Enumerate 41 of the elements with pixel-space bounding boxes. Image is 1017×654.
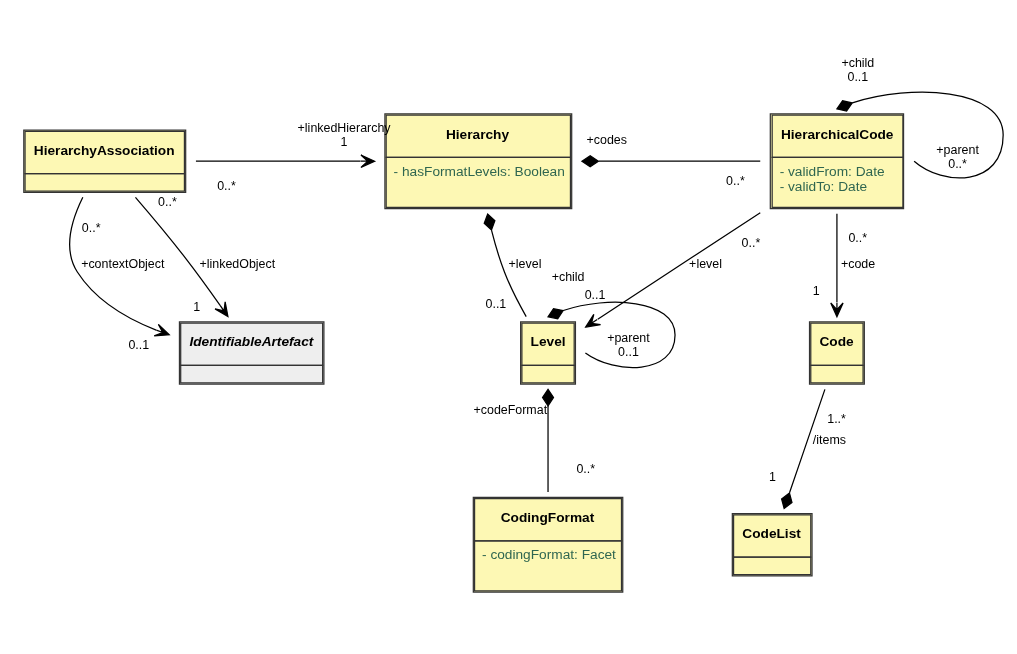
connector [835,91,1004,179]
connector [547,301,676,369]
arrow [69,196,170,337]
label: +parent [936,143,979,158]
label: 0..* [948,156,967,171]
label: +child [841,55,875,70]
label: 0..1 [485,297,507,312]
label: 0..* [158,194,177,209]
label: 1 [769,470,776,485]
label: 0..* [741,235,761,250]
label: 0..* [848,230,868,245]
label: 0..* [726,174,745,189]
edge-label: +level [689,257,722,272]
label: 0..1 [128,338,150,353]
arrow [195,154,376,168]
label: 1 [812,283,820,298]
edge-label: +contextObject [81,257,165,272]
edge-label: +code [840,257,876,272]
label: 0..1 [618,345,639,360]
connector [780,388,826,510]
label: 1 [340,134,348,149]
label: +codes [586,132,627,147]
arrow [585,212,761,328]
label: +child [551,270,585,285]
edge-label: /items [812,432,847,447]
edge-label: +level [508,257,542,272]
label: 0..* [217,178,236,193]
connector [541,388,555,493]
connector [483,212,527,318]
label: 0..* [81,220,101,235]
connector [580,154,761,168]
label: 0..1 [847,69,869,84]
arrow [134,196,229,318]
label: 1..* [827,411,846,426]
label: +codeFormat [473,403,548,418]
label: +parent [607,331,650,346]
arrow [830,213,844,318]
edge-label: +linkedObject [199,257,276,272]
label: 0..* [576,462,596,477]
label: 0..1 [584,288,606,303]
label: 1 [193,300,201,315]
